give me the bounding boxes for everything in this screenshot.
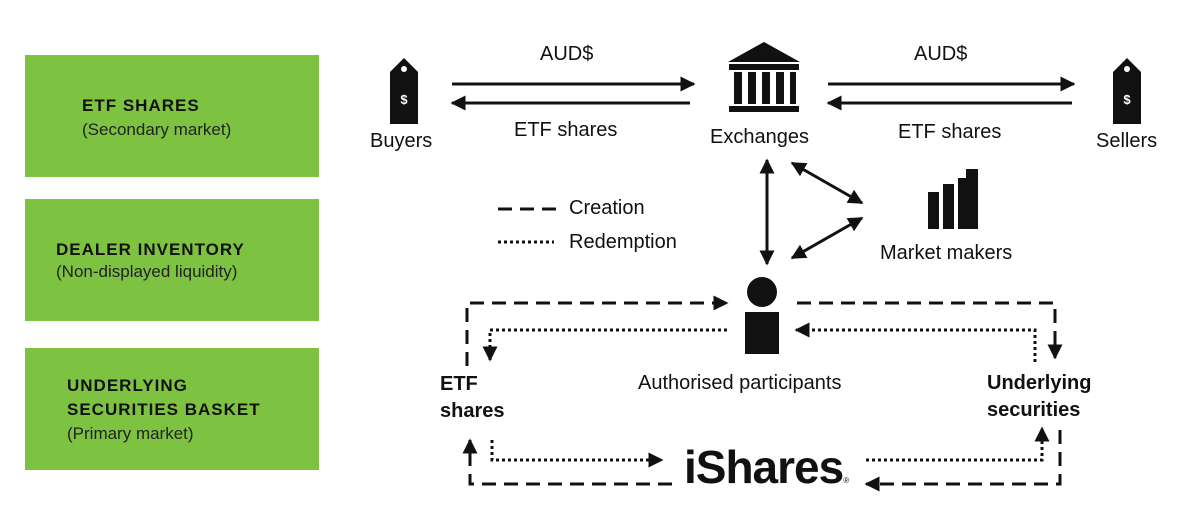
market-makers-label: Market makers bbox=[880, 242, 1013, 264]
creation-ishares-to-etf bbox=[462, 438, 672, 486]
exchanges-label: Exchanges bbox=[710, 126, 809, 148]
redemption-underlying-to-ap bbox=[794, 322, 1037, 362]
ishares-logo: iShares® bbox=[684, 440, 849, 494]
panel-subtitle: (Non-displayed liquidity) bbox=[56, 262, 238, 281]
flow-label-left-bottom: ETF shares bbox=[514, 119, 618, 141]
creation-ap-to-underlying bbox=[797, 301, 1063, 360]
svg-text:$: $ bbox=[1123, 92, 1131, 107]
flow-label-left-top: AUD$ bbox=[540, 43, 594, 65]
exchange-building-icon bbox=[728, 42, 800, 112]
panel-subtitle: (Primary market) bbox=[67, 424, 194, 443]
etf-shares-label-line1: ETF bbox=[440, 373, 478, 395]
svg-text:$: $ bbox=[400, 92, 408, 107]
flow-label-right-top: AUD$ bbox=[914, 43, 968, 65]
redemption-ishares-to-underlying bbox=[866, 426, 1050, 462]
panel-title-line1: UNDERLYING bbox=[67, 376, 188, 395]
flow-label-right-bottom: ETF shares bbox=[898, 121, 1002, 143]
panel-etf-shares: ETF SHARES (Secondary market) bbox=[25, 55, 319, 177]
market-makers-chart-icon bbox=[928, 169, 978, 229]
panel-subtitle: (Secondary market) bbox=[82, 120, 232, 139]
redemption-ap-to-etf bbox=[482, 328, 727, 362]
etf-shares-label-line2: shares bbox=[440, 400, 505, 422]
sellers-label: Sellers bbox=[1096, 130, 1158, 152]
redemption-etf-to-ishares bbox=[490, 440, 664, 468]
creation-ap-to-etf bbox=[465, 295, 729, 366]
sellers-tag-icon: $ bbox=[1113, 58, 1141, 124]
arrow-mm-ap bbox=[790, 216, 864, 260]
buyers-tag-icon: $ bbox=[390, 58, 418, 124]
panel-dealer-inventory: DEALER INVENTORY (Non-displayed liquidit… bbox=[25, 199, 319, 321]
legend-redemption-label: Redemption bbox=[569, 231, 677, 253]
underlying-label-line2: securities bbox=[987, 399, 1081, 421]
panel-title: ETF SHARES bbox=[82, 96, 200, 115]
buyers-label: Buyers bbox=[370, 130, 433, 152]
underlying-label-line1: Underlying bbox=[987, 372, 1092, 394]
legend-creation-label: Creation bbox=[569, 197, 645, 219]
ishares-registered-mark: ® bbox=[843, 476, 849, 485]
panel-underlying-securities: UNDERLYING SECURITIES BASKET (Primary ma… bbox=[25, 348, 319, 470]
ishares-wordmark: iShares bbox=[684, 441, 844, 493]
panel-title-line2: SECURITIES BASKET bbox=[67, 400, 261, 419]
arrow-exchange-mm bbox=[790, 161, 864, 205]
panel-title: DEALER INVENTORY bbox=[56, 240, 245, 259]
person-icon bbox=[745, 277, 779, 354]
authorised-participants-label: Authorised participants bbox=[638, 372, 842, 394]
creation-underlying-to-ishares bbox=[864, 430, 1062, 492]
